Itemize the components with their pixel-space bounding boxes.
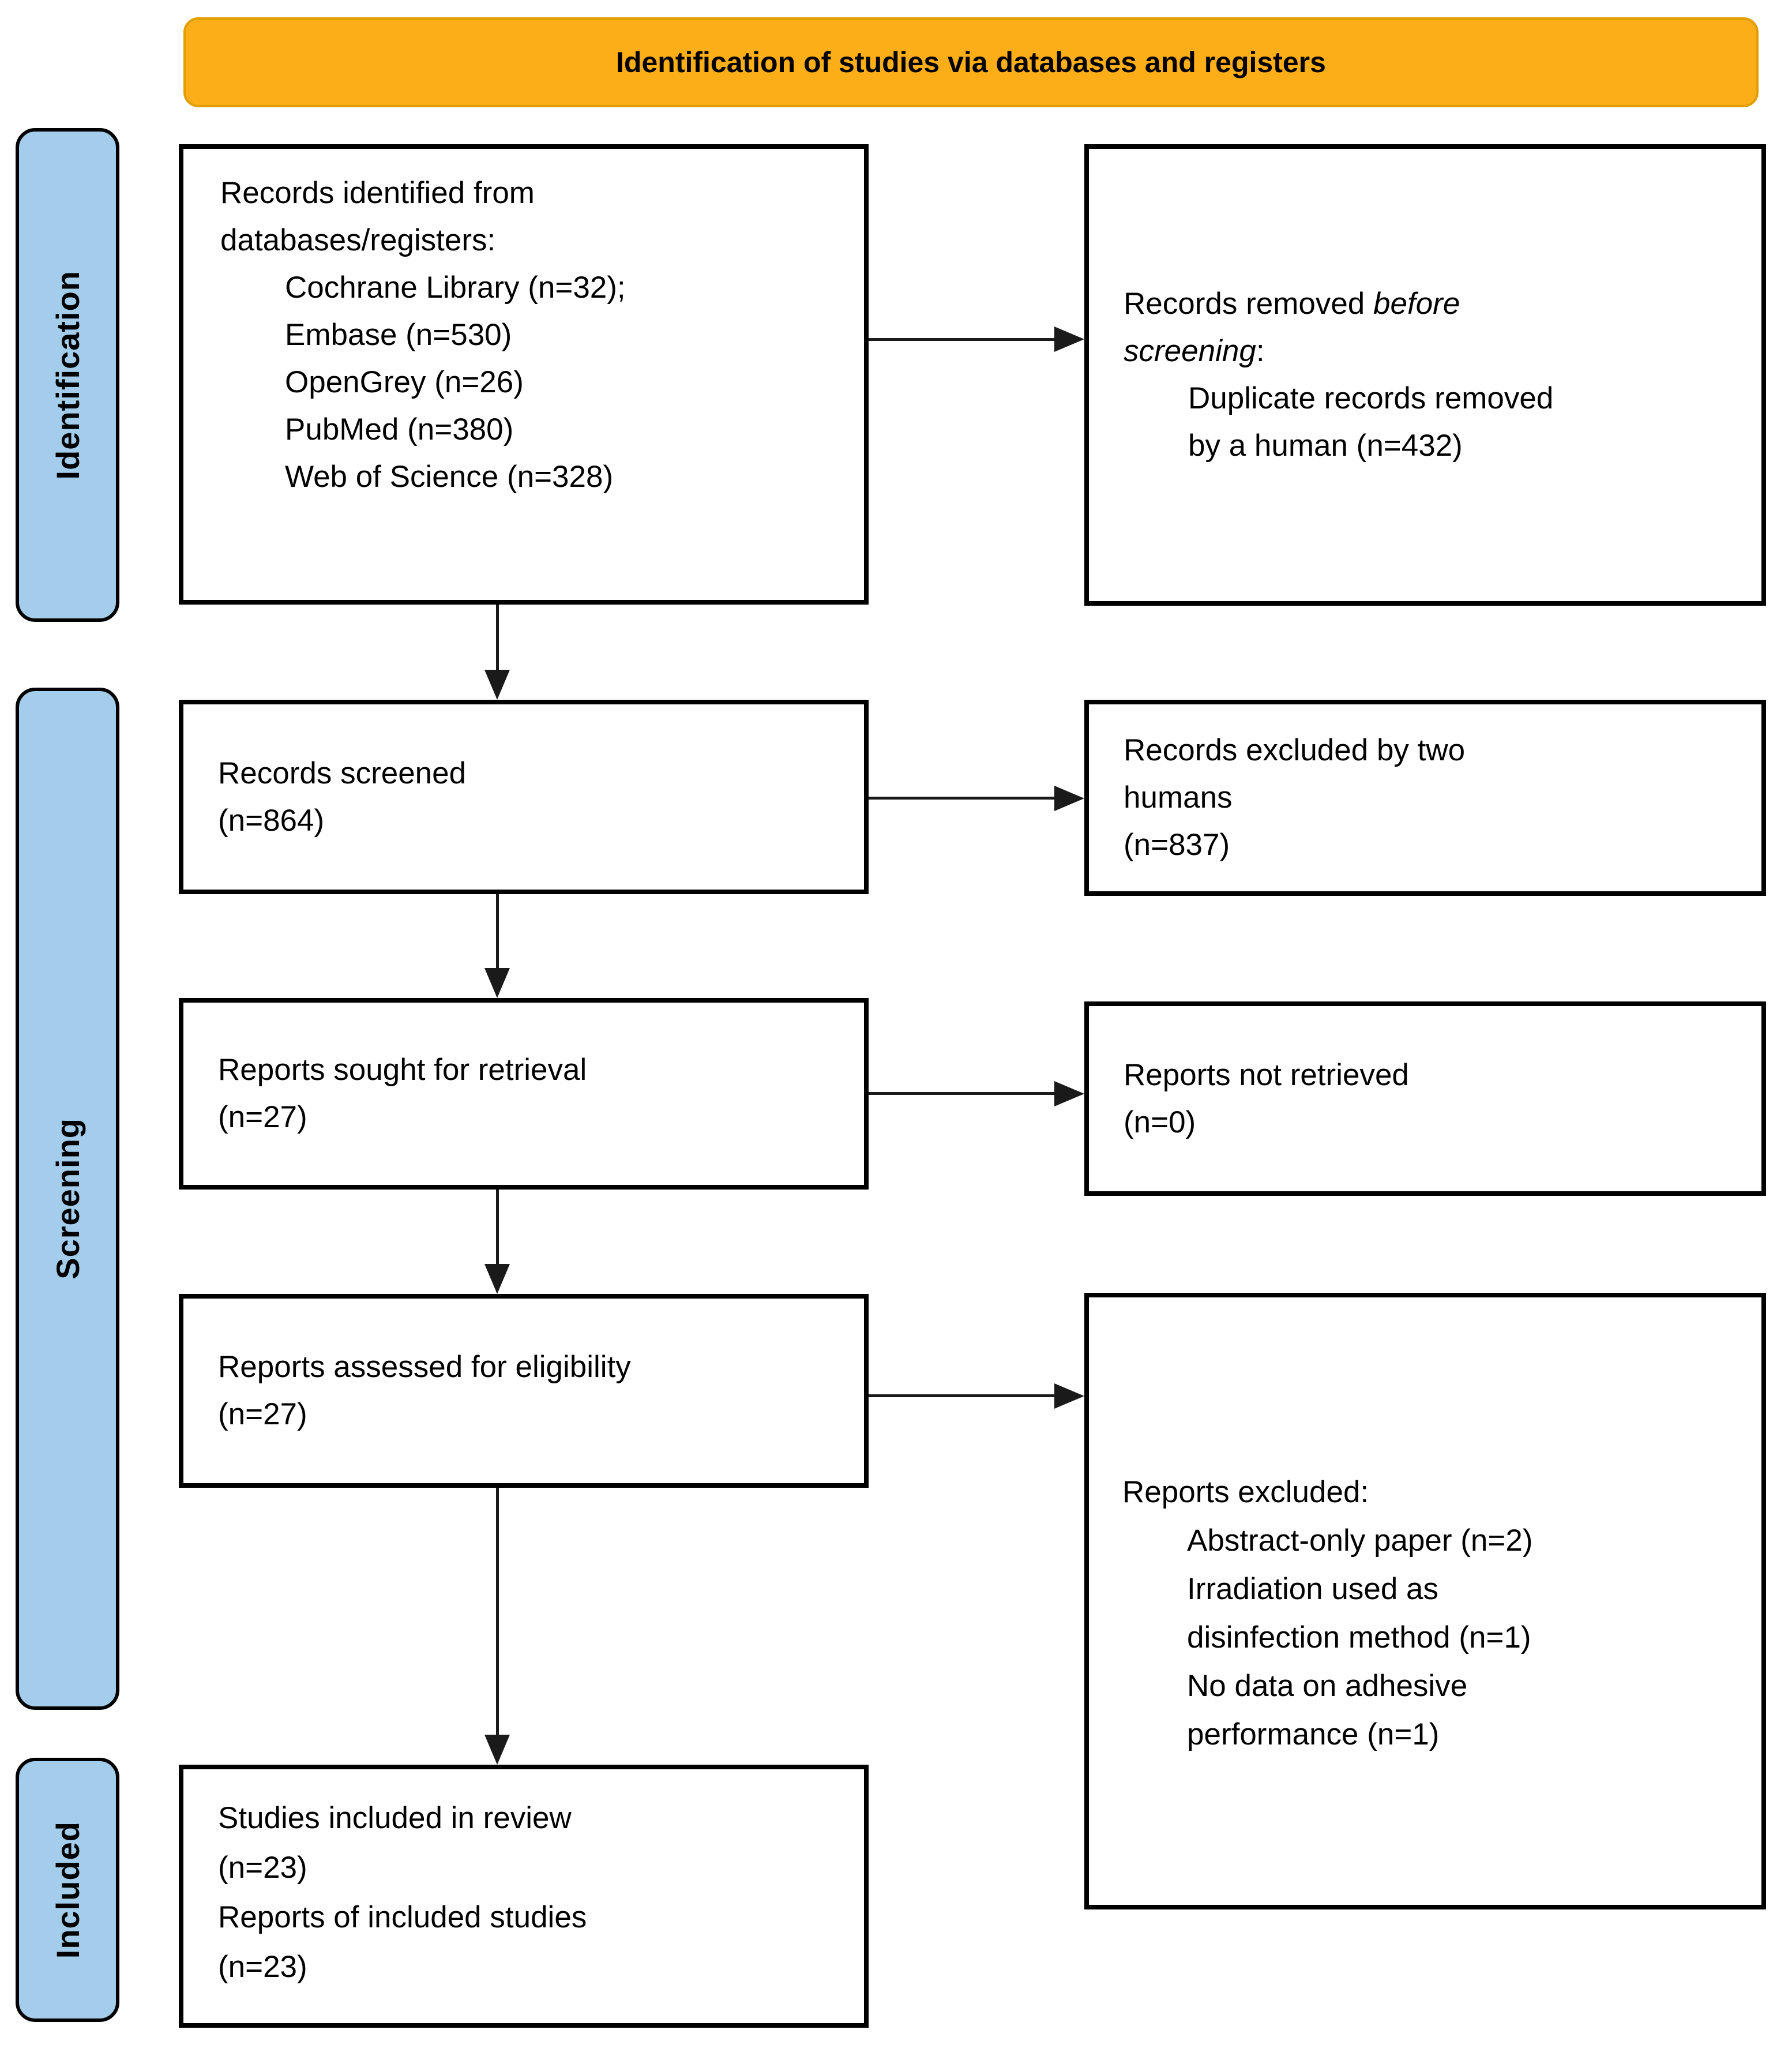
reports-sought-count: (n=27) — [218, 1100, 307, 1134]
box-reports-sought: Reports sought for retrieval (n=27) — [179, 998, 869, 1190]
box-reports-not-retrieved: Reports not retrieved (n=0) — [1084, 1001, 1766, 1196]
database-count-item: OpenGrey (n=26) — [285, 365, 524, 399]
exclusion-reason-item: No data on adhesive — [1187, 1669, 1468, 1703]
arrowhead-down-icon — [484, 1735, 510, 1765]
reports-not-retrieved-line: Reports not retrieved — [1124, 1057, 1409, 1092]
arrowhead-right-icon — [1054, 1383, 1084, 1409]
database-count-item: Cochrane Library (n=32); — [285, 271, 626, 305]
records-excluded-line: humans — [1124, 781, 1233, 815]
box-records-excluded: Records excluded by two humans (n=837) — [1084, 700, 1766, 896]
box-records-screened: Records screened (n=864) — [179, 700, 869, 894]
reports-included-line: Reports of included studies — [218, 1900, 587, 1934]
banner-title-text: Identification of studies via databases … — [616, 46, 1326, 78]
duplicates-removed-item: Duplicate records removed — [1188, 381, 1554, 415]
arrowhead-down-icon — [484, 968, 510, 998]
arrowhead-right-icon — [1054, 1081, 1084, 1106]
box-studies-included: Studies included in review (n=23) Report… — [179, 1765, 869, 2028]
connector-assessed-to-included — [496, 1488, 499, 1736]
stage-label-screening-text: Screening — [49, 1118, 86, 1280]
arrowhead-down-icon — [484, 1264, 510, 1294]
box-reports-assessed: Reports assessed for eligibility (n=27) — [179, 1294, 869, 1488]
connector-sought-to-assessed — [496, 1190, 499, 1265]
box-reports-excluded: Reports excluded: Abstract-only paper (n… — [1084, 1293, 1766, 1909]
stage-label-identification-text: Identification — [49, 270, 86, 480]
records-removed-line: screening: — [1124, 334, 1265, 368]
stage-label-screening: Screening — [16, 688, 119, 1710]
arrowhead-right-icon — [1054, 786, 1084, 811]
reports-assessed-line: Reports assessed for eligibility — [218, 1350, 631, 1384]
database-count-item: Web of Science (n=328) — [285, 460, 614, 494]
connector-identified-to-screened — [496, 605, 499, 672]
arrowhead-right-icon — [1054, 327, 1084, 352]
connector-screened-to-sought — [496, 894, 499, 969]
records-screened-count: (n=864) — [218, 803, 325, 838]
connector-assessed-to-excluded-reports — [869, 1394, 1055, 1397]
exclusion-reason-item: disinfection method (n=1) — [1187, 1620, 1531, 1654]
stage-label-included-text: Included — [49, 1821, 86, 1959]
studies-included-line: Studies included in review — [218, 1801, 572, 1835]
exclusion-reason-item: performance (n=1) — [1187, 1717, 1440, 1751]
exclusion-reason-item: Abstract-only paper (n=2) — [1187, 1524, 1533, 1558]
reports-not-retrieved-count: (n=0) — [1124, 1105, 1196, 1139]
reports-excluded-title: Reports excluded: — [1122, 1475, 1369, 1509]
reports-assessed-count: (n=27) — [218, 1397, 307, 1431]
reports-sought-line: Reports sought for retrieval — [218, 1053, 587, 1087]
connector-identified-to-removed — [869, 338, 1055, 341]
records-identified-line: Records identified from — [220, 176, 535, 210]
database-count-item: Embase (n=530) — [285, 318, 512, 352]
records-removed-line: Records removed before — [1124, 287, 1460, 321]
studies-included-count: (n=23) — [218, 1851, 307, 1885]
database-count-item: PubMed (n=380) — [285, 412, 514, 447]
banner-title: Identification of studies via databases … — [183, 17, 1759, 107]
arrowhead-down-icon — [484, 670, 510, 700]
box-records-identified: Records identified from databases/regist… — [179, 144, 869, 605]
duplicates-removed-item: by a human (n=432) — [1188, 429, 1463, 463]
records-identified-line: databases/registers: — [220, 223, 496, 257]
connector-sought-to-not-retrieved — [869, 1092, 1055, 1095]
records-screened-line: Records screened — [218, 756, 467, 790]
records-excluded-line: Records excluded by two — [1124, 733, 1466, 767]
records-excluded-count: (n=837) — [1124, 828, 1230, 862]
stage-label-identification: Identification — [16, 128, 119, 622]
stage-label-included: Included — [16, 1758, 119, 2022]
box-records-removed-before-screening: Records removed before screening: Duplic… — [1084, 144, 1766, 606]
connector-screened-to-excluded — [869, 797, 1055, 800]
reports-included-count: (n=23) — [218, 1950, 307, 1984]
exclusion-reason-item: Irradiation used as — [1187, 1572, 1439, 1606]
